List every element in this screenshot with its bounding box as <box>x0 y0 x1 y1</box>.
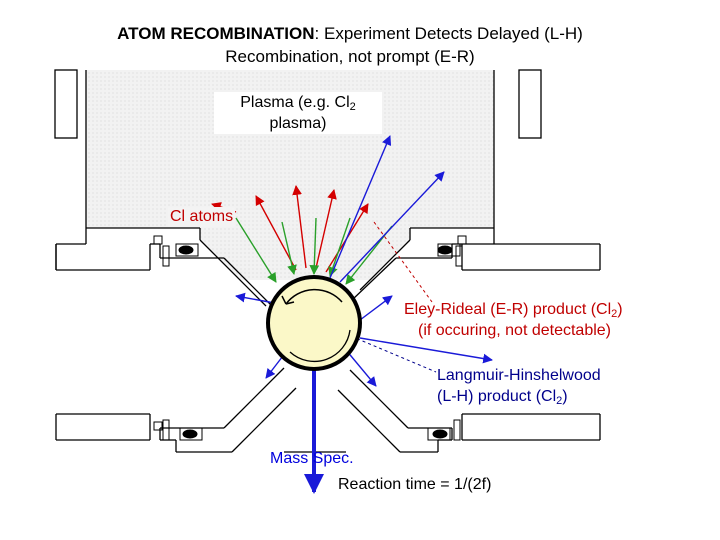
lh-label-end: ) <box>562 388 568 405</box>
o-ring-seals <box>153 235 467 441</box>
green-arrow-2 <box>281 221 297 275</box>
reaction-time-label: Reaction time = 1/(2f) <box>338 476 492 493</box>
er-label-end: ) <box>617 301 623 318</box>
blue-arrow-up-1 <box>329 135 392 279</box>
cl-atoms-label: Cl atoms <box>168 207 236 227</box>
mass-spec-label: Mass Spec. <box>270 450 354 467</box>
blue-arrow-lower-right <box>345 349 377 387</box>
cl-arrow-3 <box>292 185 307 269</box>
cl-arrow-4 <box>315 189 337 269</box>
rotation-arrow-icon <box>285 288 343 305</box>
plasma-label: Plasma (e.g. Cl2 plasma) <box>214 92 382 134</box>
eley-rideal-label: Eley-Rideal (E-R) product (Cl2) (if occu… <box>404 299 623 341</box>
blue-arrow-right <box>359 295 393 321</box>
title-line2: Recombination, not prompt (E-R) <box>225 47 475 66</box>
lh-label-line2: (L-H) product (Cl <box>437 388 557 405</box>
title-rest: : Experiment Detects Delayed (L-H) <box>314 24 583 43</box>
title-bold: ATOM RECOMBINATION <box>117 24 315 43</box>
sample-sphere <box>266 275 362 371</box>
blue-arrow-up-2 <box>339 171 445 283</box>
plasma-label-line2: plasma) <box>269 115 327 132</box>
plasma-label-line1: Plasma (e.g. Cl <box>240 94 350 111</box>
green-arrow-1 <box>235 217 277 283</box>
er-label-sub: 2 <box>611 308 618 320</box>
plasma-label-sub: 2 <box>349 101 356 113</box>
lh-label-line1: Langmuir-Hinshelwood <box>437 367 601 384</box>
green-arrow-4 <box>328 217 351 277</box>
lh-label-sub: 2 <box>556 395 563 407</box>
er-label-line1: Eley-Rideal (E-R) product (Cl <box>404 301 612 318</box>
upper-chamber-walls <box>54 69 601 313</box>
pointer-lines <box>373 221 433 303</box>
incoming-arrows <box>235 217 393 285</box>
diagram-title: ATOM RECOMBINATION: Experiment Detects D… <box>60 22 640 68</box>
blue-arrow-lh <box>359 337 493 364</box>
green-arrow-3 <box>309 217 320 275</box>
cl-arrow-2 <box>255 195 297 271</box>
langmuir-hinshelwood-label: Langmuir-Hinshelwood (L-H) product (Cl2) <box>437 365 601 407</box>
er-label-line2: (if occuring, not detectable) <box>418 322 611 339</box>
